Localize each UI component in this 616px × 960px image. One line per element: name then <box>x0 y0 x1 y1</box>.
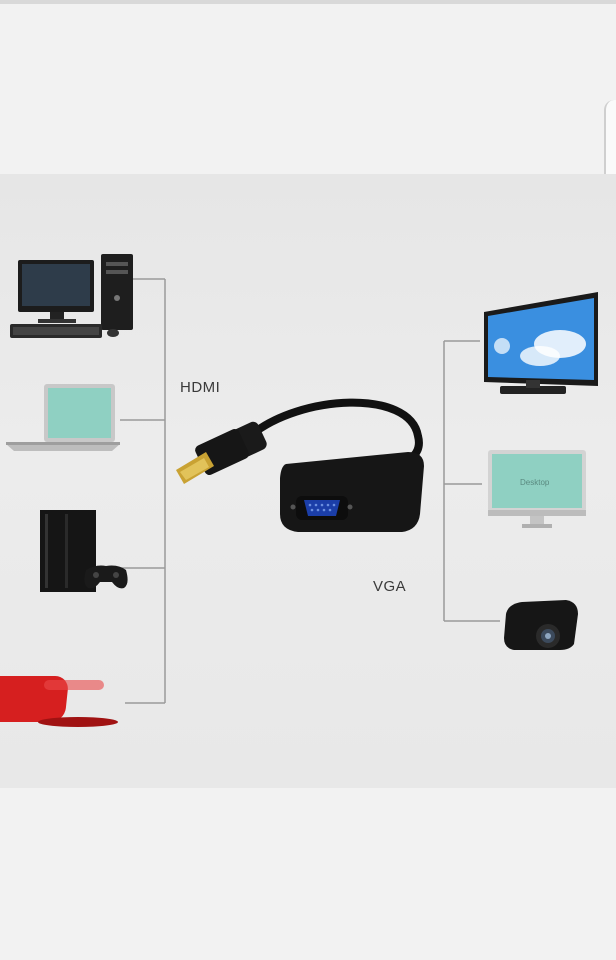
product-photo: HDMI VGA Desktop <box>0 174 616 788</box>
projector-icon <box>504 600 578 650</box>
desktop-pc-icon <box>10 254 133 338</box>
vga-label: VGA <box>373 578 407 595</box>
laptop-icon <box>6 384 120 451</box>
tv-icon <box>484 292 598 394</box>
monitor-icon <box>488 450 586 528</box>
left-connector-lines <box>120 278 166 704</box>
adapter-diagram <box>0 254 598 727</box>
monitor-screen-text: Desktop <box>520 478 550 487</box>
hdmi-vga-adapter <box>176 398 424 532</box>
top-divider <box>0 0 616 4</box>
right-connector-lines <box>443 340 500 622</box>
tv-box-icon <box>0 676 118 727</box>
game-console-icon <box>40 510 128 592</box>
hdmi-label: HDMI <box>180 379 221 396</box>
